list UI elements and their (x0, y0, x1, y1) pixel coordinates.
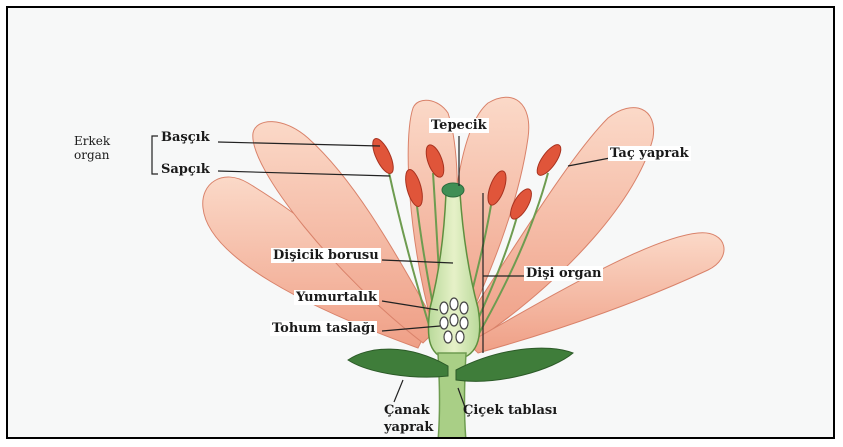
label-tepecik: Tepecik (429, 118, 489, 133)
label-cicek-tablasi: Çiçek tablası (463, 403, 557, 418)
label-canak-yaprak: Çanak yaprak (384, 402, 433, 436)
stigma (442, 183, 464, 197)
erkek-organ-label-line2: organ (74, 148, 110, 162)
label-tac-yaprak: Taç yaprak (608, 146, 691, 161)
erkek-organ-label: Erkek organ (74, 134, 110, 162)
label-canak-yaprak-line1: Çanak (384, 402, 433, 419)
ovule (460, 317, 468, 329)
label-bascik: Başçık (161, 130, 210, 145)
label-canak-yaprak-line2: yaprak (384, 419, 433, 436)
flower-illustration (8, 8, 835, 439)
ovule (440, 302, 448, 314)
label-disicik-borusu: Dişicik borusu (271, 248, 381, 263)
ovule (444, 331, 452, 343)
diagram-frame: Erkek organ Başçık Sapçık Tepecik Taç ya… (6, 6, 835, 439)
label-disi-organ: Dişi organ (524, 266, 603, 281)
label-yumurtalik: Yumurtalık (294, 290, 379, 305)
ovule (456, 331, 464, 343)
ovule (450, 298, 458, 310)
label-tohum-taslagi: Tohum taslağı (270, 321, 377, 336)
label-sapcik: Sapçık (161, 162, 210, 177)
ovule (460, 302, 468, 314)
erkek-organ-label-line1: Erkek (74, 134, 110, 148)
ovule (440, 317, 448, 329)
ovule (450, 314, 458, 326)
